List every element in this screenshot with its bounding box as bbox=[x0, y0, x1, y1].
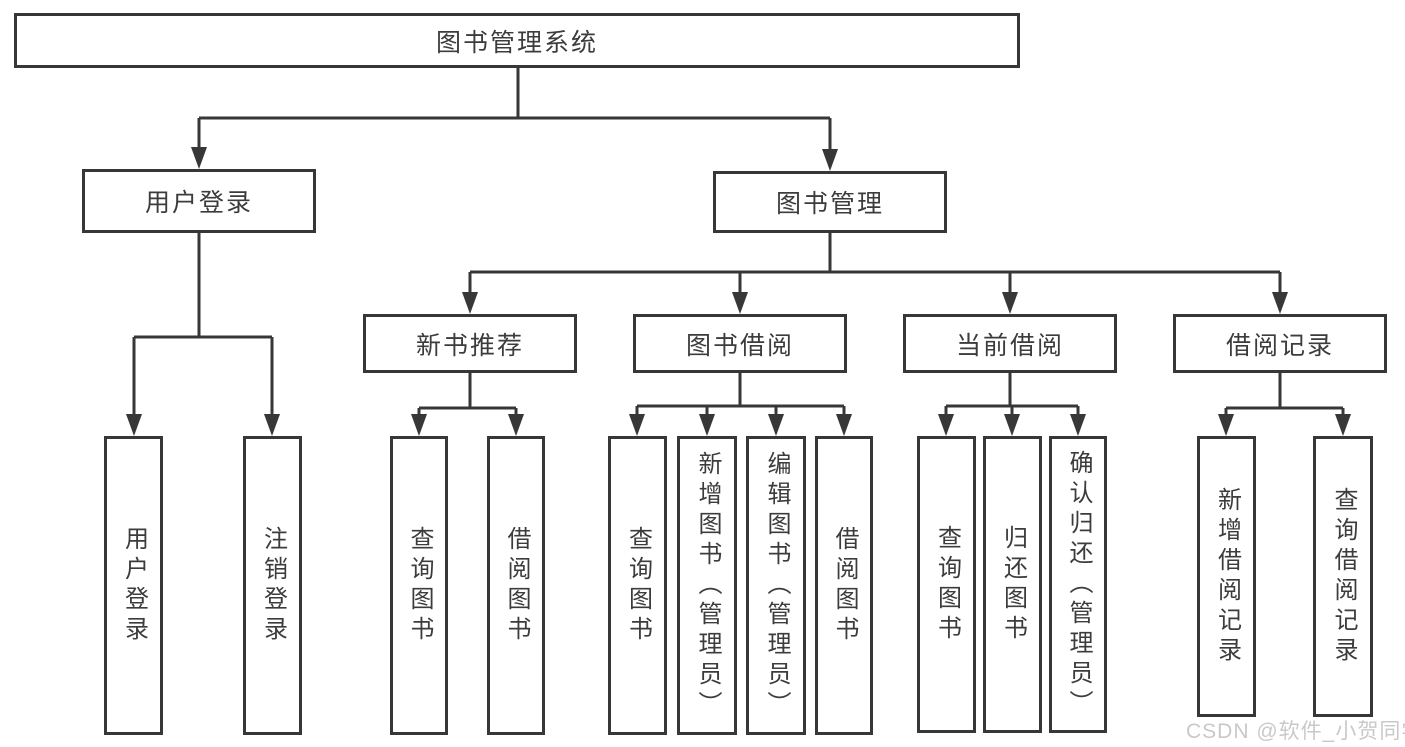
watermark-text: CSDN @软件_小贺同学 bbox=[1186, 720, 1405, 743]
leaf-records-query-borrow-record: 查询借阅记录 bbox=[1313, 436, 1373, 717]
leaf-current-query-books: 查询图书 bbox=[917, 436, 976, 733]
node-new-book-recommend-label: 新书推荐 bbox=[415, 331, 524, 360]
leaf-records-query-borrow-record-label: 查询借阅记录 bbox=[1330, 486, 1357, 667]
leaf-records-add-borrow-record-label: 新增借阅记录 bbox=[1213, 486, 1241, 667]
leaf-borrow-query-books: 查询图书 bbox=[608, 436, 667, 735]
node-current-borrowing: 当前借阅 bbox=[903, 314, 1117, 373]
node-book-borrowing: 图书借阅 bbox=[633, 314, 847, 373]
node-current-borrowing-label: 当前借阅 bbox=[955, 331, 1064, 360]
leaf-user-login: 用户登录 bbox=[104, 436, 163, 735]
leaf-logout-login: 注销登录 bbox=[243, 436, 302, 735]
leaf-borrow-add-books-admin: 新增图书（管理员） bbox=[677, 436, 737, 735]
node-new-book-recommend: 新书推荐 bbox=[363, 314, 577, 373]
leaf-borrow-edit-books-admin-label: 编辑图书（管理员） bbox=[763, 450, 790, 721]
node-book-borrowing-label: 图书借阅 bbox=[685, 331, 794, 360]
leaf-borrow-edit-books-admin: 编辑图书（管理员） bbox=[746, 436, 806, 735]
node-book-management-label: 图书管理 bbox=[775, 190, 884, 218]
leaf-newbook-borrow-books: 借阅图书 bbox=[487, 436, 545, 735]
leaf-current-confirm-return-admin-label: 确认归还（管理员） bbox=[1065, 449, 1092, 720]
node-borrowing-records: 借阅记录 bbox=[1173, 314, 1387, 373]
leaf-user-login-label: 用户登录 bbox=[120, 525, 148, 646]
leaf-borrow-borrow-books-label: 借阅图书 bbox=[831, 525, 858, 646]
node-user-login: 用户登录 bbox=[82, 169, 316, 233]
node-user-login-label: 用户登录 bbox=[144, 189, 253, 217]
leaf-borrow-borrow-books: 借阅图书 bbox=[815, 436, 873, 735]
leaf-current-confirm-return-admin: 确认归还（管理员） bbox=[1049, 436, 1107, 733]
leaf-borrow-query-books-label: 查询图书 bbox=[624, 525, 652, 646]
leaf-newbook-query-books-label: 查询图书 bbox=[406, 525, 433, 646]
leaf-records-add-borrow-record: 新增借阅记录 bbox=[1197, 436, 1256, 717]
node-root-system: 图书管理系统 bbox=[14, 13, 1020, 68]
leaf-newbook-borrow-books-label: 借阅图书 bbox=[503, 525, 530, 646]
leaf-newbook-query-books: 查询图书 bbox=[390, 436, 448, 735]
leaf-current-return-books: 归还图书 bbox=[983, 436, 1042, 733]
node-borrowing-records-label: 借阅记录 bbox=[1225, 331, 1334, 360]
node-root-label: 图书管理系统 bbox=[435, 28, 598, 57]
leaf-current-query-books-label: 查询图书 bbox=[933, 524, 961, 645]
node-book-management: 图书管理 bbox=[713, 171, 947, 233]
leaf-borrow-add-books-admin-label: 新增图书（管理员） bbox=[694, 450, 721, 721]
leaf-current-return-books-label: 归还图书 bbox=[999, 524, 1027, 645]
leaf-logout-login-label: 注销登录 bbox=[259, 525, 287, 646]
